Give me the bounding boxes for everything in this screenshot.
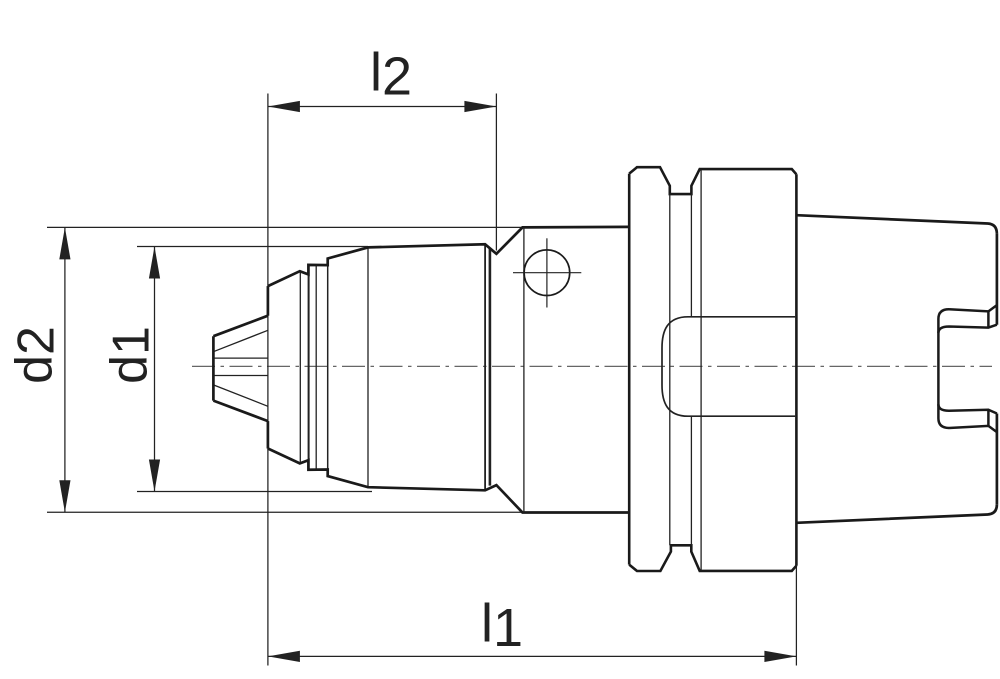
svg-text:d2: d2	[6, 326, 66, 384]
svg-text:l1: l1	[481, 594, 523, 659]
svg-text:l2: l2	[370, 43, 412, 107]
svg-text:d1: d1	[101, 326, 161, 384]
